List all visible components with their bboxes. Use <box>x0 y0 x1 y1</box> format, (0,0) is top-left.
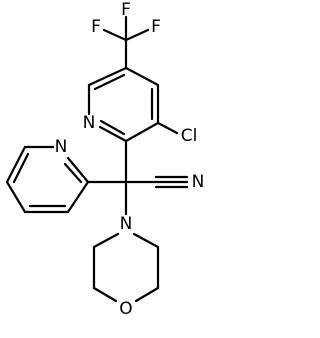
bond-c-f-right <box>124 28 150 42</box>
pyridin-2-yl-ring <box>5 145 90 214</box>
bond-c-cl <box>156 121 179 135</box>
ring-bond <box>132 232 160 249</box>
ring-bond <box>92 286 118 303</box>
chemical-structure-diagram: F F F N Cl N N N O <box>5 0 205 319</box>
morpholine-oxygen: O <box>119 299 132 319</box>
ring-bond <box>5 145 27 184</box>
ring-bond <box>66 180 90 214</box>
ring-bond <box>124 121 160 143</box>
ring-double-bond-inner <box>12 152 30 184</box>
ring-bond <box>98 125 128 143</box>
ring-bond <box>92 232 120 249</box>
pyridine-nitrogen: N <box>83 113 96 133</box>
ring-bond <box>124 66 160 87</box>
fluorine-atom-top: F <box>121 0 131 20</box>
ring-double-bond-inner <box>63 162 83 184</box>
trifluoromethyl-group <box>102 15 150 70</box>
chlorine-atom: Cl <box>181 126 198 146</box>
fluorine-atom-right: F <box>151 17 161 37</box>
nitrile-group <box>124 175 189 189</box>
chloro-trifluoromethyl-pyridine-ring <box>87 66 160 143</box>
nitrile-nitrogen: N <box>192 172 205 192</box>
morpholine-nitrogen: N <box>120 214 133 234</box>
fluorine-atom-left: F <box>91 17 101 37</box>
ring-bond <box>66 156 90 184</box>
morpholine-ring <box>92 232 160 303</box>
ring-double-bond-inner <box>99 119 126 136</box>
ring-bond <box>5 180 27 214</box>
ring-bond <box>134 286 160 303</box>
ring-bond <box>87 66 128 87</box>
ring-double-bond-inner <box>93 73 126 91</box>
pyridyl-nitrogen: N <box>55 137 68 157</box>
bond-c-f-left <box>102 28 128 42</box>
